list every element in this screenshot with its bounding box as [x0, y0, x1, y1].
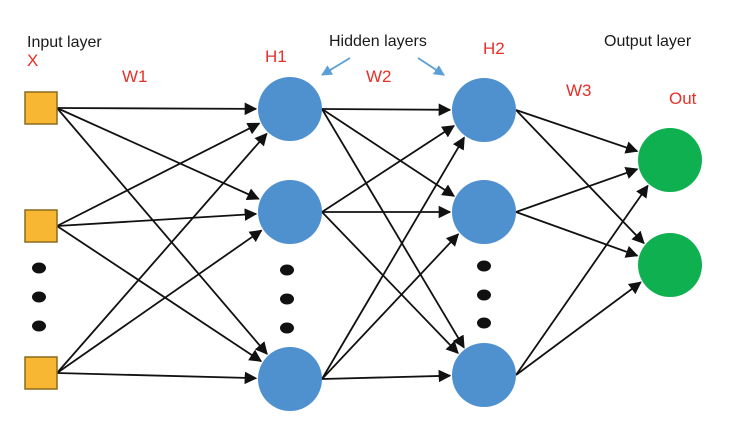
hidden1-ellipsis-dot-1 — [280, 264, 294, 276]
hidden2-node-1 — [452, 78, 516, 142]
hidden2-node-2 — [452, 180, 516, 244]
edge-w2-2-0 — [321, 136, 465, 380]
edge-w1-1-2 — [56, 225, 263, 362]
edge-w1-0-1 — [56, 107, 260, 200]
edge-w3-0-0 — [515, 109, 639, 154]
edge-w2-0-1 — [321, 108, 456, 197]
edge-w2-1-0 — [321, 125, 455, 213]
output-node-1 — [638, 128, 702, 192]
input-node-2 — [24, 209, 58, 243]
edge-w3-2-1 — [515, 281, 642, 376]
hidden1-node-3 — [258, 347, 322, 411]
edge-w1-1-1 — [56, 208, 258, 227]
edge-w1-2-0 — [56, 132, 268, 374]
hidden1-node-1 — [258, 77, 322, 141]
h2-annotation: H2 — [483, 39, 505, 58]
edge-w3-1-0 — [515, 166, 639, 213]
h1-annotation: H1 — [265, 47, 287, 66]
edge-w1-2-2 — [56, 371, 258, 385]
edge-w2-2-2 — [321, 369, 452, 383]
hidden-layers-callout-arrow-right — [417, 57, 445, 76]
w1-annotation: W1 — [122, 67, 148, 86]
nodes-group — [24, 77, 702, 411]
ellipsis-dots-group — [32, 260, 491, 334]
edge-w3-0-1 — [515, 109, 645, 245]
edge-w1-0-2 — [56, 107, 268, 355]
hidden-layers-callout-arrow-left — [321, 57, 351, 76]
w3-annotation: W3 — [566, 81, 592, 100]
hidden-layers-label: Hidden layers — [329, 33, 427, 50]
edge-w2-0-2 — [321, 108, 465, 349]
hidden2-node-3 — [452, 343, 516, 407]
output-node-2 — [638, 233, 702, 297]
edge-w1-2-1 — [56, 229, 263, 374]
out-annotation: Out — [669, 89, 697, 108]
edge-w2-1-2 — [321, 211, 459, 355]
edge-w1-1-0 — [56, 122, 261, 227]
hidden1-node-2 — [258, 180, 322, 244]
x-annotation: X — [27, 51, 38, 70]
hidden2-ellipsis-dot-2 — [477, 289, 491, 301]
input-ellipsis-dot-1 — [32, 262, 46, 274]
input-node-3 — [24, 356, 58, 390]
edge-w1-0-0 — [56, 102, 258, 116]
hidden2-ellipsis-dot-3 — [477, 317, 491, 329]
input-ellipsis-dot-3 — [32, 320, 46, 332]
hidden1-ellipsis-dot-3 — [280, 322, 294, 334]
edge-w2-0-0 — [321, 103, 452, 117]
edge-w3-1-1 — [515, 211, 639, 258]
edge-w3-2-0 — [515, 184, 649, 376]
hidden2-ellipsis-dot-1 — [477, 260, 491, 272]
input-ellipsis-dot-2 — [32, 291, 46, 303]
output-layer-label: Output layer — [604, 33, 692, 50]
edge-w2-2-1 — [321, 233, 460, 380]
input-node-1 — [24, 91, 58, 125]
connections-group — [56, 102, 649, 385]
input-layer-label: Input layer — [27, 34, 102, 51]
hidden1-ellipsis-dot-2 — [280, 293, 294, 305]
w2-annotation: W2 — [366, 67, 392, 86]
